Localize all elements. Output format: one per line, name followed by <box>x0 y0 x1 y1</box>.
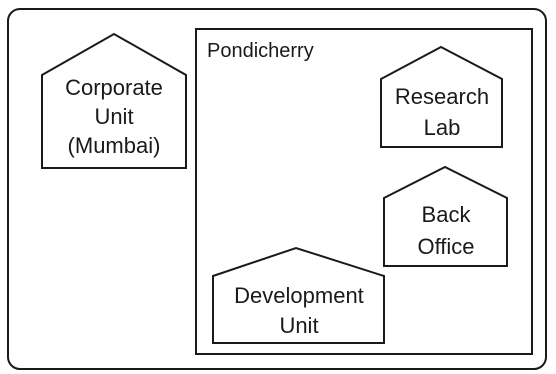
corporate-unit-label-line1: Corporate <box>65 75 163 100</box>
research-lab-building: Research Lab <box>380 45 503 148</box>
corporate-unit-outline <box>41 32 187 169</box>
pondicherry-label: Pondicherry <box>207 40 314 62</box>
back-office-label-line2: Office <box>417 234 474 259</box>
corporate-unit-label-line2: Unit <box>94 104 133 129</box>
development-unit-building: Development Unit <box>212 246 385 344</box>
research-lab-outline <box>380 45 503 148</box>
research-lab-label-line2: Lab <box>424 115 461 140</box>
back-office-building: Back Office <box>383 165 508 267</box>
development-unit-outline <box>212 246 385 344</box>
corporate-unit-building: Corporate Unit (Mumbai) <box>41 32 187 169</box>
back-office-label-line1: Back <box>422 202 472 227</box>
development-unit-label-line1: Development <box>234 283 364 308</box>
back-office-outline <box>383 165 508 267</box>
development-unit-label-line2: Unit <box>279 313 318 338</box>
corporate-unit-label-line3: (Mumbai) <box>68 133 161 158</box>
research-lab-label-line1: Research <box>395 84 489 109</box>
